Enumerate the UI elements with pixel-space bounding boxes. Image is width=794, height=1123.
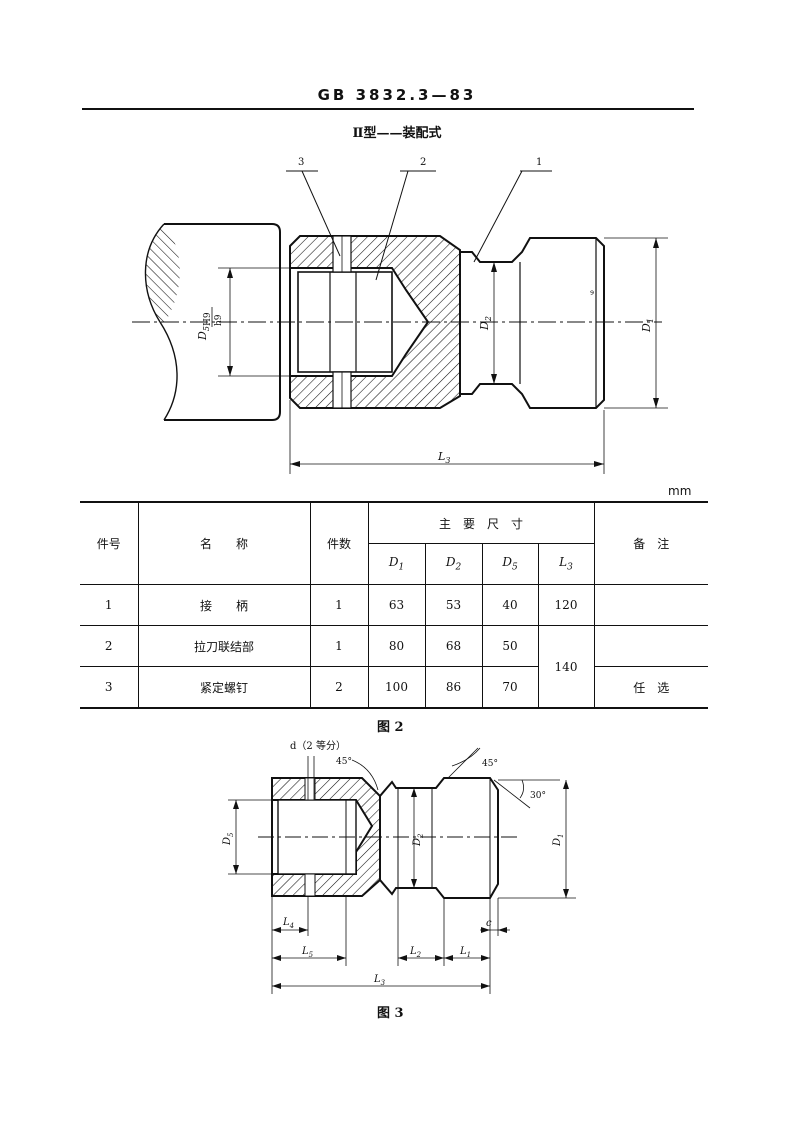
svg-text:D5: D5 — [222, 832, 235, 846]
header-l3: L3 — [538, 543, 595, 585]
dim-d2: D2 — [478, 262, 497, 384]
header-qty: 件数 — [310, 501, 369, 585]
figure3-caption: 图 3 — [377, 1006, 404, 1021]
svg-text:D2: D2 — [478, 316, 493, 331]
svg-text:D1: D1 — [640, 318, 655, 333]
callout-2: 2 — [420, 157, 426, 168]
svg-text:L3: L3 — [437, 450, 450, 465]
svg-text:D1: D1 — [552, 834, 565, 848]
svg-text:L2: L2 — [409, 946, 422, 959]
header-part-no: 件号 — [80, 501, 139, 585]
fig3-length-dims: L4 c L5 L2 L1 L3 — [271, 888, 510, 994]
svg-text:30°: 30° — [530, 791, 546, 801]
svg-text:L1: L1 — [459, 946, 471, 959]
unit-label: mm — [668, 484, 692, 498]
header-rule — [82, 108, 694, 110]
svg-text:H9: H9 — [203, 312, 213, 326]
svg-text:D5: D5 — [196, 326, 211, 341]
dim-d1: D1 — [604, 237, 668, 409]
figure2-subtitle: Ⅱ型——装配式 — [352, 126, 442, 141]
callouts: 3 2 1 — [286, 157, 552, 281]
fig3-dim-d2: D2 — [411, 788, 425, 888]
header-remarks: 备 注 — [594, 501, 708, 585]
svg-text:L5: L5 — [301, 946, 314, 959]
svg-text:45°: 45° — [482, 759, 498, 769]
standard-number: GB 3832.3—83 — [317, 86, 477, 104]
table-row: 2 拉刀联结部 1 80 68 50 140 — [80, 625, 708, 709]
figure2-caption: 图 2 — [377, 720, 404, 735]
svg-text:h9: h9 — [214, 314, 224, 326]
svg-text:d（2 等分）: d（2 等分） — [290, 739, 346, 752]
dim-d5: D5 H9 h9 — [196, 267, 290, 377]
header-d2: D2 — [425, 543, 483, 585]
parts-table: 件号 名 称 件数 主 要 尺 寸 备 注 D1 D2 D5 L3 1 接 柄 … — [80, 501, 708, 709]
header-main-dims: 主 要 尺 寸 — [368, 501, 595, 544]
svg-text:⁹: ⁹ — [590, 290, 594, 301]
table-row: 1 接 柄 1 63 53 40 120 — [80, 584, 708, 626]
figure2-drawing: ⁹ 3 2 1 D5 H9 h9 D2 — [132, 157, 668, 474]
callout-3: 3 — [298, 157, 304, 168]
svg-text:L4: L4 — [282, 917, 294, 930]
svg-text:45°: 45° — [336, 757, 352, 767]
fig3-hole-note: d（2 等分） — [290, 739, 346, 800]
header-d1: D1 — [368, 543, 426, 585]
fig3-angles: 45° 45° 30° — [336, 747, 560, 809]
svg-text:L3: L3 — [373, 974, 386, 987]
table-row: 3 紧定螺钉 2 100 86 70 任 选 — [80, 666, 708, 709]
fig3-head — [379, 777, 499, 899]
header-d5: D5 — [482, 543, 539, 585]
callout-1: 1 — [536, 157, 542, 168]
fig3-dim-d1: D1 — [498, 780, 576, 899]
pull-head: ⁹ — [460, 237, 605, 409]
svg-text:c: c — [486, 918, 492, 929]
svg-text:D2: D2 — [412, 833, 425, 847]
dim-l3: L3 — [289, 400, 605, 474]
figure3-drawing: d（2 等分） 45° 45° 30° D5 D2 — [222, 739, 576, 994]
header-name: 名 称 — [138, 501, 311, 585]
fig3-dim-d5: D5 — [222, 799, 272, 875]
